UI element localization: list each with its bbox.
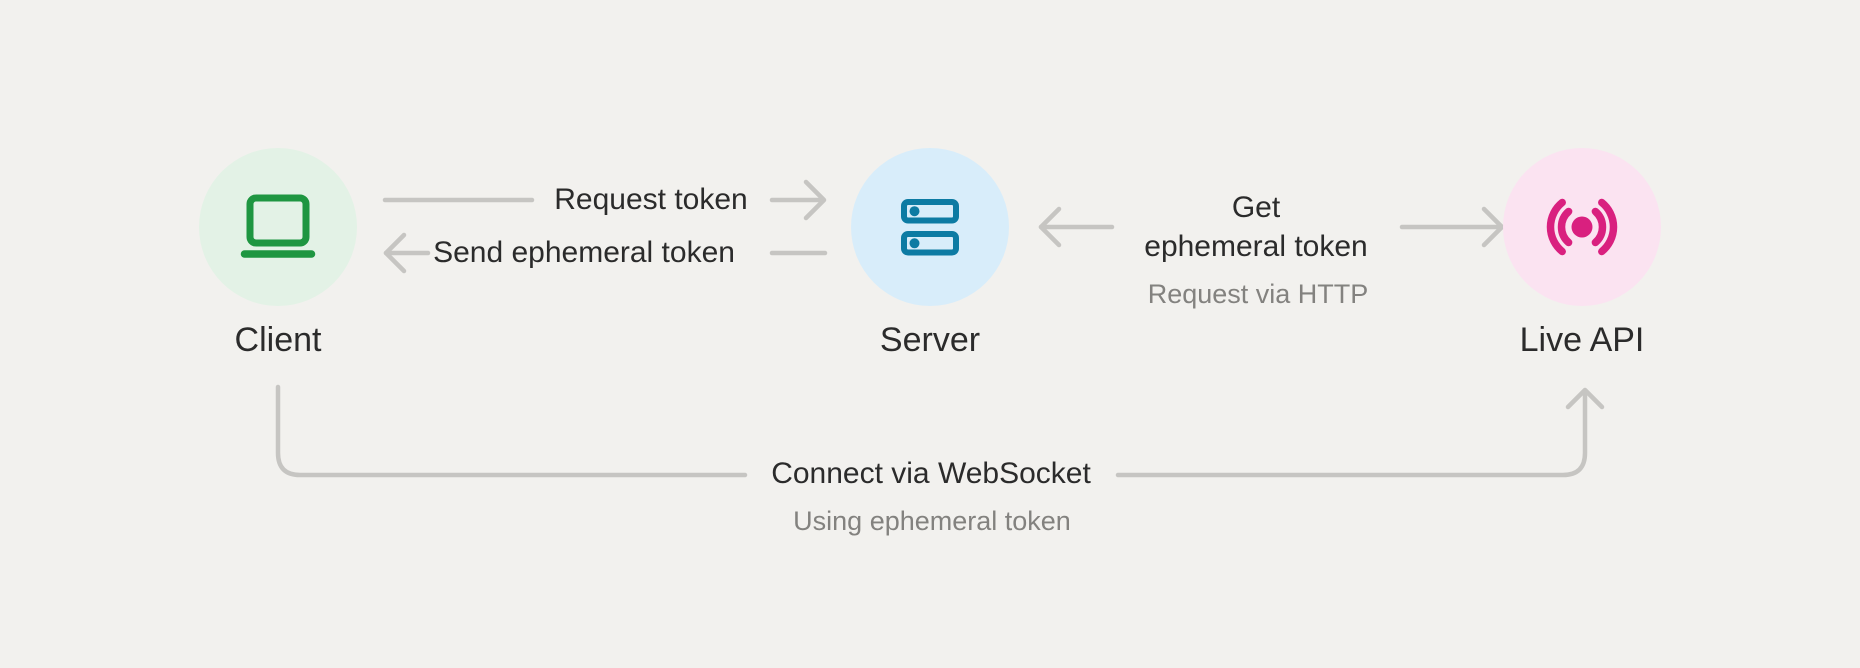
request-token-arrow [382,179,827,221]
get-token-label: Get ephemeral token [1144,188,1367,266]
server-label: Server [879,321,981,359]
liveapi-node: Live API [1503,148,1661,357]
live-broadcast-icon [1546,198,1618,256]
websocket-connection-path [275,384,1605,478]
send-token-label: Send ephemeral token [433,236,735,269]
server-rack-icon [901,198,959,255]
get-token-arrow-to-server [1038,206,1115,248]
client-label: Client [234,321,322,359]
get-token-label-line1: Get [1231,191,1281,224]
laptop-icon [240,194,316,258]
websocket-sublabel: Using ephemeral token [793,506,1071,536]
get-token-arrow-to-liveapi [1399,206,1505,248]
liveapi-circle [1503,148,1661,306]
client-node: Client [199,148,357,357]
liveapi-label: Live API [1519,321,1645,359]
get-token-label-line2: ephemeral token [1144,230,1368,263]
server-node: Server [851,148,1009,357]
websocket-label: Connect via WebSocket [771,457,1091,490]
request-token-label: Request token [554,183,748,216]
send-token-arrow [383,232,828,274]
get-token-sublabel: Request via HTTP [1147,279,1369,309]
server-circle [851,148,1009,306]
client-circle [199,148,357,306]
